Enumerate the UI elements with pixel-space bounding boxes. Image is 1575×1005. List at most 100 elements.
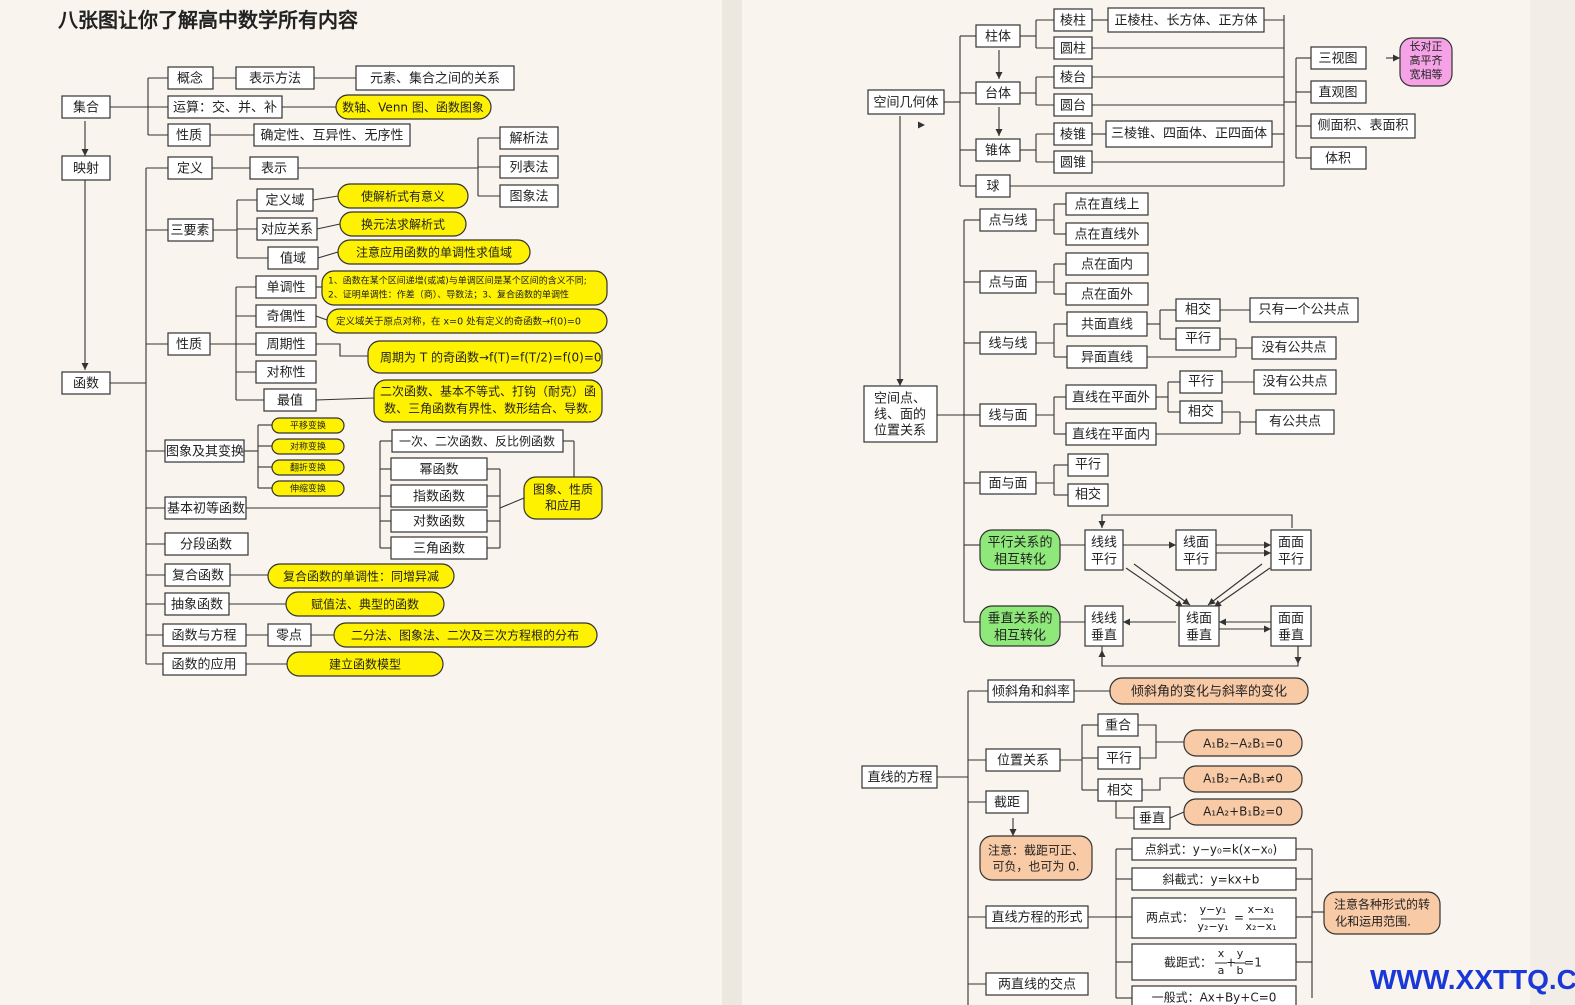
left-node-box <box>255 360 317 384</box>
right-node-box <box>867 89 945 115</box>
left-node-box <box>267 246 319 270</box>
right-node-box <box>861 765 938 789</box>
right-node-box <box>1175 298 1221 322</box>
right-node-box <box>1270 605 1312 647</box>
right-node-box <box>1249 297 1359 323</box>
right-node-qingxie: 倾斜角和斜率 <box>992 684 1070 700</box>
arrow-head <box>1123 618 1130 626</box>
right-node-yimian: 异面直线 <box>1081 351 1133 366</box>
right-node-box <box>1175 327 1221 351</box>
left-node-biaoshi: 表示 <box>261 162 287 177</box>
left-node-dingyi: 定义 <box>177 162 203 177</box>
right-node-px4: 平行 <box>1106 752 1132 767</box>
left-node-y_hy: 换元法求解析式 <box>361 218 445 232</box>
right-node-box <box>863 385 938 443</box>
arrow-head <box>896 379 904 386</box>
right-node-f_ld_b: y₂−y₁ <box>1197 920 1228 933</box>
left-node-y_tx1: 图象、性质 <box>533 483 593 497</box>
left-node-box <box>337 239 531 265</box>
right-node-t_lzh: 三棱锥、四面体、正四面体 <box>1111 126 1267 142</box>
right-node-g_px1: 平行关系的 <box>987 535 1052 551</box>
connector-line <box>499 497 525 509</box>
right-node-box <box>1067 453 1109 477</box>
left-node-box <box>390 536 488 560</box>
connector-line <box>317 251 339 259</box>
left-node-box <box>271 438 345 455</box>
left-node-y_dyy: 使解析式有意义 <box>361 189 445 204</box>
left-node-jiben: 基本初等函数 <box>167 501 245 517</box>
left-node-box <box>263 388 317 412</box>
left-node-box <box>271 417 345 434</box>
right-node-box <box>985 972 1089 996</box>
right-node-box <box>1053 8 1093 32</box>
left-node-y_zz2: 数、三角函数有界性、数形结合、导数. <box>384 401 592 416</box>
right-node-box <box>1065 222 1149 246</box>
right-node-o_ch: A₁B₂−A₂B₁=0 <box>1203 737 1283 751</box>
right-node-box <box>1053 65 1093 89</box>
page-gutter <box>722 0 742 1005</box>
right-node-box <box>1310 113 1416 139</box>
arrow-line <box>1125 567 1184 608</box>
left-node-y_fh: 复合函数的单调性：同增异减 <box>283 569 439 584</box>
right-node-f_jj_c: y <box>1237 947 1244 960</box>
right-node-dzx_w: 点在直线外 <box>1074 228 1139 243</box>
right-node-o_jj1: 注意：截距可正、 <box>988 843 1084 858</box>
left-node-yunsuan: 运算：交、并、补 <box>173 100 277 116</box>
right-node-box <box>1067 483 1109 507</box>
left-node-box <box>167 123 211 147</box>
right-node-box <box>1183 765 1303 793</box>
right-node-box <box>985 790 1029 814</box>
right-node-xyx: 线与线 <box>988 337 1027 352</box>
left-node-box <box>285 591 445 617</box>
right-node-sanshi: 三视图 <box>1318 52 1357 67</box>
connector-line <box>1138 724 1184 743</box>
right-node-taiti: 台体 <box>985 87 1011 102</box>
arrow-head <box>995 72 1003 79</box>
right-node-box <box>1178 605 1220 647</box>
arrow-line <box>1133 563 1191 606</box>
right-node-box <box>979 605 1061 647</box>
right-node-t_mg2: 没有公共点 <box>1262 375 1327 390</box>
arrow-head <box>1393 54 1400 62</box>
right-node-box <box>975 174 1011 198</box>
left-node-box <box>373 379 603 423</box>
left-node-hanshu: 函数 <box>73 377 99 392</box>
left-node-xingzhi1: 性质 <box>176 129 202 144</box>
left-node-box <box>164 592 230 616</box>
right-node-box <box>985 905 1089 929</box>
right-node-f_jj_plus: + <box>1226 956 1236 970</box>
left-node-zhiyu: 值域 <box>280 251 306 267</box>
right-node-box <box>1053 150 1093 174</box>
right-node-box <box>1065 384 1157 410</box>
arrow-head <box>1098 521 1106 528</box>
left-node-box <box>271 459 345 476</box>
right-node-qiu: 球 <box>986 180 999 195</box>
function-set-mind-map: 集合概念表示方法元素、集合之间的关系运算：交、并、补数轴、Venn 图、函数图象… <box>61 65 608 677</box>
left-node-duiying: 对应关系 <box>261 222 313 238</box>
left-node-box <box>164 439 245 463</box>
left-node-chouxiang: 抽象函数 <box>171 598 223 613</box>
right-node-mym: 面与面 <box>988 477 1027 492</box>
left-node-box <box>391 429 564 453</box>
right-node-o_jj2: 可负，也可为 0. <box>992 860 1079 874</box>
right-node-f_ld_c: x−x₁ <box>1248 903 1275 916</box>
right-node-xxpx2: 平行 <box>1091 553 1117 568</box>
left-node-box <box>267 623 312 647</box>
left-node-y_yy: 建立函数模型 <box>329 657 401 672</box>
right-node-zhiguan: 直观图 <box>1318 86 1357 101</box>
left-node-fangcheng: 函数与方程 <box>171 628 236 644</box>
left-node-zhouqi: 周期性 <box>266 338 305 353</box>
right-node-box <box>975 24 1021 48</box>
left-node-yici: 一次、二次函数、反比例函数 <box>399 434 555 449</box>
right-node-t_lz: 正棱柱、长方体、正方体 <box>1114 13 1257 29</box>
right-node-box <box>1084 529 1124 571</box>
left-node-box <box>167 156 213 180</box>
arrow-head <box>1208 597 1216 605</box>
right-node-xj3: 相交 <box>1075 487 1101 503</box>
left-node-yuansu: 元素、集合之间的关系 <box>370 71 500 87</box>
right-node-box <box>1066 345 1148 369</box>
left-node-fenduan: 分段函数 <box>180 538 232 553</box>
right-node-yuanzhui: 圆锥 <box>1060 156 1086 171</box>
left-node-box <box>162 623 247 647</box>
left-node-yingshe: 映射 <box>73 161 99 177</box>
